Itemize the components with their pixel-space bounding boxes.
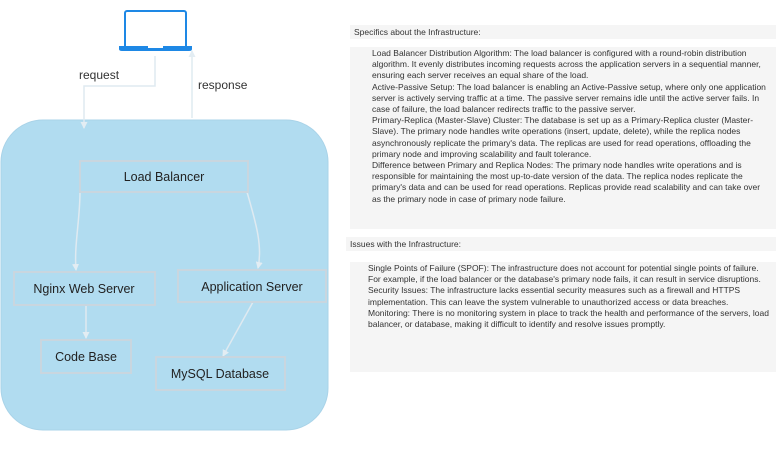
edge-app-server-to-mysql [222,301,254,357]
request-label: request [79,68,120,82]
specifics-item: Load Balancer Distribution Algorithm: Th… [372,48,761,81]
code-base-label: Code Base [55,350,117,364]
nginx-web-server-label: Nginx Web Server [33,282,134,296]
request-arrow [80,56,156,129]
response-label: response [198,78,248,92]
specifics-item: Difference between Primary and Replica N… [372,160,761,204]
issues-panel: Single Points of Failure (SPOF): The inf… [350,262,776,372]
application-server-label: Application Server [201,280,302,294]
specifics-panel: Load Balancer Distribution Algorithm: Th… [350,47,776,229]
code-base-node[interactable]: Code Base [40,339,132,374]
edge-lb-to-app-server [246,191,263,269]
issues-item: Security Issues: The infrastructure lack… [368,285,741,307]
issues-item: Monitoring: There is no monitoring syste… [368,307,769,330]
nginx-web-server-node[interactable]: Nginx Web Server [13,271,156,306]
issues-item: Single Points of Failure (SPOF): The inf… [368,263,761,285]
load-balancer-label: Load Balancer [124,170,205,184]
specifics-heading: Specifics about the Infrastructure: [350,25,776,39]
laptop-icon [119,10,192,51]
specifics-item: Active-Passive Setup: The load balancer … [372,81,766,115]
infrastructure-diagram: request response Load Balancer Nginx Web… [0,10,329,431]
mysql-database-node[interactable]: MySQL Database [155,356,286,391]
mysql-database-label: MySQL Database [171,367,269,381]
specifics-item: Primary-Replica (Master-Slave) Cluster: … [372,115,754,159]
issues-heading: Issues with the Infrastructure: [346,237,776,251]
edge-lb-to-nginx [72,191,81,271]
load-balancer-node[interactable]: Load Balancer [79,160,249,193]
application-server-node[interactable]: Application Server [177,269,327,303]
